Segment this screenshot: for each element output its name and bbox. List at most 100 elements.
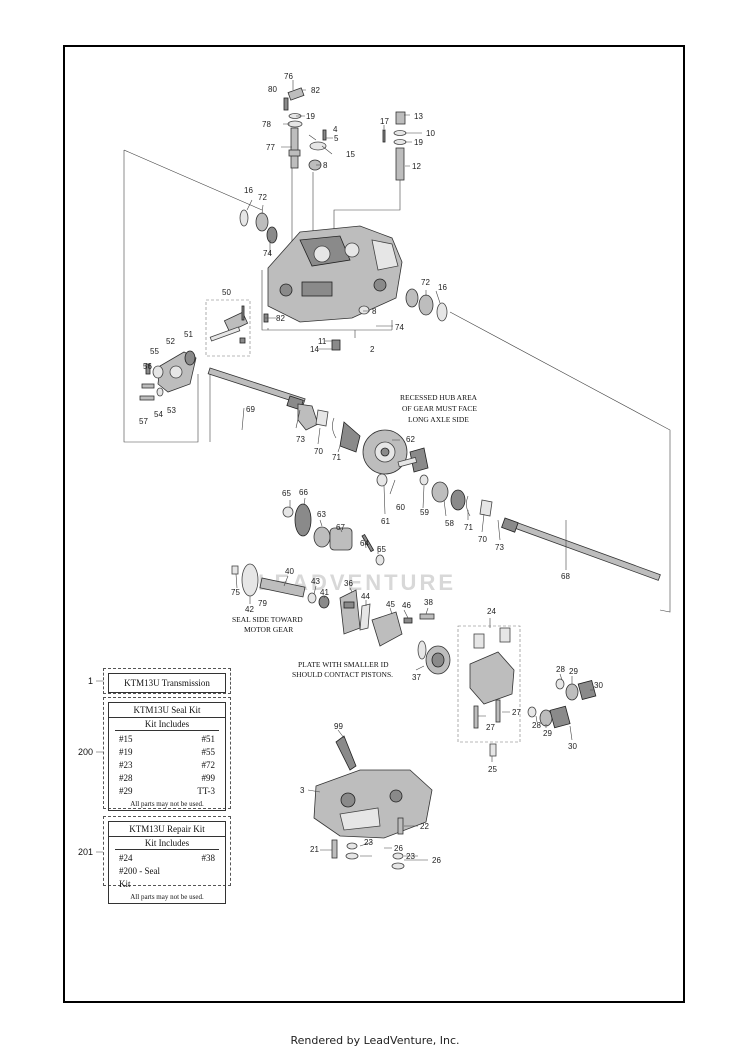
label-52: 52 [166, 337, 175, 346]
label-11: 11 [318, 337, 327, 346]
label-8a: 8 [323, 161, 328, 170]
label-41: 41 [320, 588, 329, 597]
note-seal-2: MOTOR GEAR [244, 625, 293, 634]
label-19b: 19 [414, 138, 423, 147]
label-14: 14 [310, 345, 319, 354]
bearing-72-left [255, 212, 269, 232]
repair-kit-item: #24 [119, 853, 133, 863]
label-79: 79 [258, 599, 267, 608]
note-hub-3: LONG AXLE SIDE [408, 415, 469, 424]
part-labels: 76 80 82 19 78 4 5 77 15 8 17 13 10 19 1… [139, 72, 603, 865]
label-42: 42 [245, 605, 254, 614]
label-45: 45 [386, 600, 395, 609]
label-82a: 82 [311, 86, 320, 95]
cover-plate-group [139, 350, 197, 401]
label-2: 2 [370, 345, 375, 354]
seal-kit-items: #15 #51 #19 #55 #23 #72 #28 #99 #29 TT-3 [109, 731, 225, 800]
label-74b: 74 [395, 323, 404, 332]
label-63: 63 [317, 510, 326, 519]
label-13: 13 [414, 112, 423, 121]
label-30b: 30 [568, 742, 577, 751]
repair-kit-items: #24 #38 #200 - Seal Kit [109, 850, 225, 893]
motor-gear-group [231, 503, 385, 609]
label-56: 56 [143, 362, 152, 371]
transmission-title: KTM13U Transmission [124, 678, 210, 688]
label-5: 5 [334, 134, 339, 143]
bearing-72-right [418, 294, 434, 316]
charge-pump-group [457, 625, 597, 757]
label-16a: 16 [244, 186, 253, 195]
seal-kit-item: #99 [201, 773, 216, 783]
label-29b: 29 [543, 729, 552, 738]
differential-group [297, 403, 493, 517]
seal-kit-footnote: All parts may not be used. [130, 800, 204, 808]
diagram-frame [63, 45, 685, 1003]
seal-kit-item: TT-3 [197, 786, 215, 796]
label-30a: 30 [594, 681, 603, 690]
label-4: 4 [333, 125, 338, 134]
label-27a: 27 [512, 708, 521, 717]
label-70b: 70 [478, 535, 487, 544]
bearing-74-right [405, 288, 419, 308]
short-axle-69 [207, 367, 306, 411]
pump-block-group [339, 589, 451, 675]
note-plate-2: SHOULD CONTACT PISTONS. [292, 670, 393, 679]
label-71b: 71 [464, 523, 473, 532]
label-10: 10 [426, 129, 435, 138]
seal-kit-item: #72 [201, 760, 216, 770]
label-28a: 28 [556, 665, 565, 674]
note-plate-1: PLATE WITH SMALLER ID [298, 660, 389, 669]
label-26a: 26 [394, 844, 403, 853]
label-65b: 65 [377, 545, 386, 554]
label-21: 21 [310, 845, 319, 854]
label-46: 46 [402, 601, 411, 610]
label-68: 68 [561, 572, 570, 581]
label-74a: 74 [263, 249, 272, 258]
seal-kit-callout: 200 [78, 747, 94, 757]
label-25: 25 [488, 765, 497, 774]
label-64: 64 [360, 539, 369, 548]
label-61: 61 [381, 517, 390, 526]
label-12: 12 [412, 162, 421, 171]
repair-kit-item: #200 - Seal Kit [119, 866, 160, 889]
label-29a: 29 [569, 667, 578, 676]
label-38: 38 [424, 598, 433, 607]
label-23b: 23 [406, 852, 415, 861]
label-17: 17 [380, 117, 389, 126]
label-71a: 71 [332, 453, 341, 462]
shift-lever-assembly [283, 87, 327, 171]
repair-kit-item [167, 865, 215, 891]
label-76: 76 [284, 72, 293, 81]
label-51: 51 [184, 330, 193, 339]
label-27b: 27 [486, 723, 495, 732]
seal-kit-item: #15 [119, 734, 133, 744]
label-80: 80 [268, 85, 277, 94]
label-73a: 73 [296, 435, 305, 444]
label-3: 3 [300, 786, 305, 795]
seal-16-left [239, 209, 249, 227]
assembly-notes: RECESSED HUB AREA OF GEAR MUST FACE LONG… [232, 393, 478, 679]
label-66: 66 [299, 488, 308, 497]
label-60: 60 [396, 503, 405, 512]
long-axle-68 [501, 517, 661, 581]
repair-kit-subtitle: Kit Includes [115, 837, 219, 850]
seal-kit-item: #55 [201, 747, 216, 757]
seal-kit-title: KTM13U Seal Kit [109, 703, 225, 718]
label-19a: 19 [306, 112, 315, 121]
label-99: 99 [334, 722, 343, 731]
label-72a: 72 [258, 193, 267, 202]
label-44: 44 [361, 592, 370, 601]
seal-kit-item: #29 [119, 786, 133, 796]
label-50: 50 [222, 288, 231, 297]
repair-kit-box: KTM13U Repair Kit Kit Includes #24 #38 #… [103, 816, 231, 904]
transmission-kit-box: KTM13U Transmission [103, 668, 231, 694]
label-28b: 28 [532, 721, 541, 730]
footer-credit: Rendered by LeadVenture, Inc. [290, 1034, 460, 1047]
seal-kit-item: #23 [119, 760, 133, 770]
label-69: 69 [246, 405, 255, 414]
label-72b: 72 [421, 278, 430, 287]
label-78: 78 [262, 120, 271, 129]
label-43: 43 [311, 577, 320, 586]
label-54: 54 [154, 410, 163, 419]
